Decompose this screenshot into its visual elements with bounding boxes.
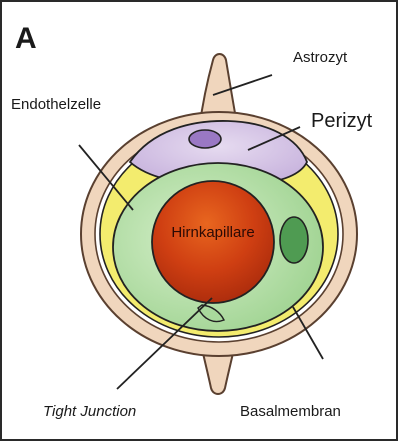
label-pericyte: Perizyt [311,110,373,132]
label-tight-junction: Tight Junction [43,403,136,420]
label-capillary: Hirnkapillare [171,224,254,241]
pericyte-nucleus [189,130,221,148]
endothelial-nucleus [280,217,308,263]
label-basement-membrane: Basalmembran [240,403,341,420]
label-endothelial-cell: Endothelzelle [11,96,101,113]
label-astrocyte: Astrozyt [293,49,348,66]
capillary-lumen [152,181,274,303]
panel-letter: A [15,22,37,55]
